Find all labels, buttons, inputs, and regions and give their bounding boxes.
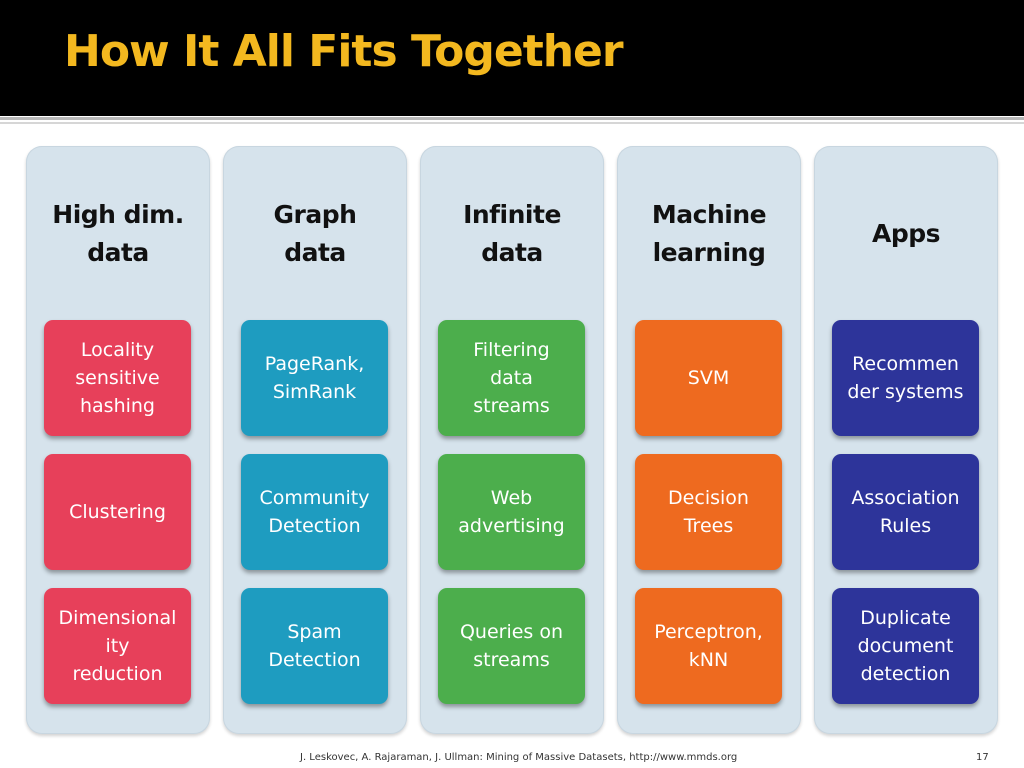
topic-box-locality-sensitive-hashing: Locality sensitive hashing	[44, 320, 191, 436]
topic-box-svm: SVM	[635, 320, 782, 436]
topic-box-dimensionality-reduction: Dimensional ity reduction	[44, 588, 191, 704]
slide-title: How It All Fits Together	[64, 26, 624, 77]
column-high-dim-data: High dim. data Locality sensitive hashin…	[26, 146, 210, 734]
column-apps: Apps Recommen der systems Association Ru…	[814, 146, 998, 734]
topic-box-queries-on-streams: Queries on streams	[438, 588, 585, 704]
column-infinite-data: Infinite data Filtering data streams Web…	[420, 146, 604, 734]
topic-box-filtering-data-streams: Filtering data streams	[438, 320, 585, 436]
column-heading: High dim. data	[52, 200, 184, 267]
topic-box-decision-trees: Decision Trees	[635, 454, 782, 570]
column-heading: Graph data	[273, 200, 357, 267]
topic-box-duplicate-document-detection: Duplicate document detection	[832, 588, 979, 704]
title-bar: How It All Fits Together	[0, 0, 1024, 116]
topic-box-clustering: Clustering	[44, 454, 191, 570]
column-heading: Apps	[871, 219, 941, 248]
page-number: 17	[976, 752, 989, 763]
title-divider	[0, 117, 1024, 120]
topic-box-pagerank-simrank: PageRank, SimRank	[241, 320, 388, 436]
column-heading: Infinite data	[463, 200, 561, 267]
title-divider-secondary	[0, 122, 1024, 124]
column-machine-learning: Machine learning SVM Decision Trees Perc…	[617, 146, 801, 734]
column-heading: Machine learning	[651, 200, 767, 267]
column-graph-data: Graph data PageRank, SimRank Community D…	[223, 146, 407, 734]
topic-box-perceptron-knn: Perceptron, kNN	[635, 588, 782, 704]
topic-box-spam-detection: Spam Detection	[241, 588, 388, 704]
footer-citation: J. Leskovec, A. Rajaraman, J. Ullman: Mi…	[300, 752, 738, 763]
topic-box-community-detection: Community Detection	[241, 454, 388, 570]
topic-box-association-rules: Association Rules	[832, 454, 979, 570]
topic-box-recommender-systems: Recommen der systems	[832, 320, 979, 436]
topic-box-web-advertising: Web advertising	[438, 454, 585, 570]
